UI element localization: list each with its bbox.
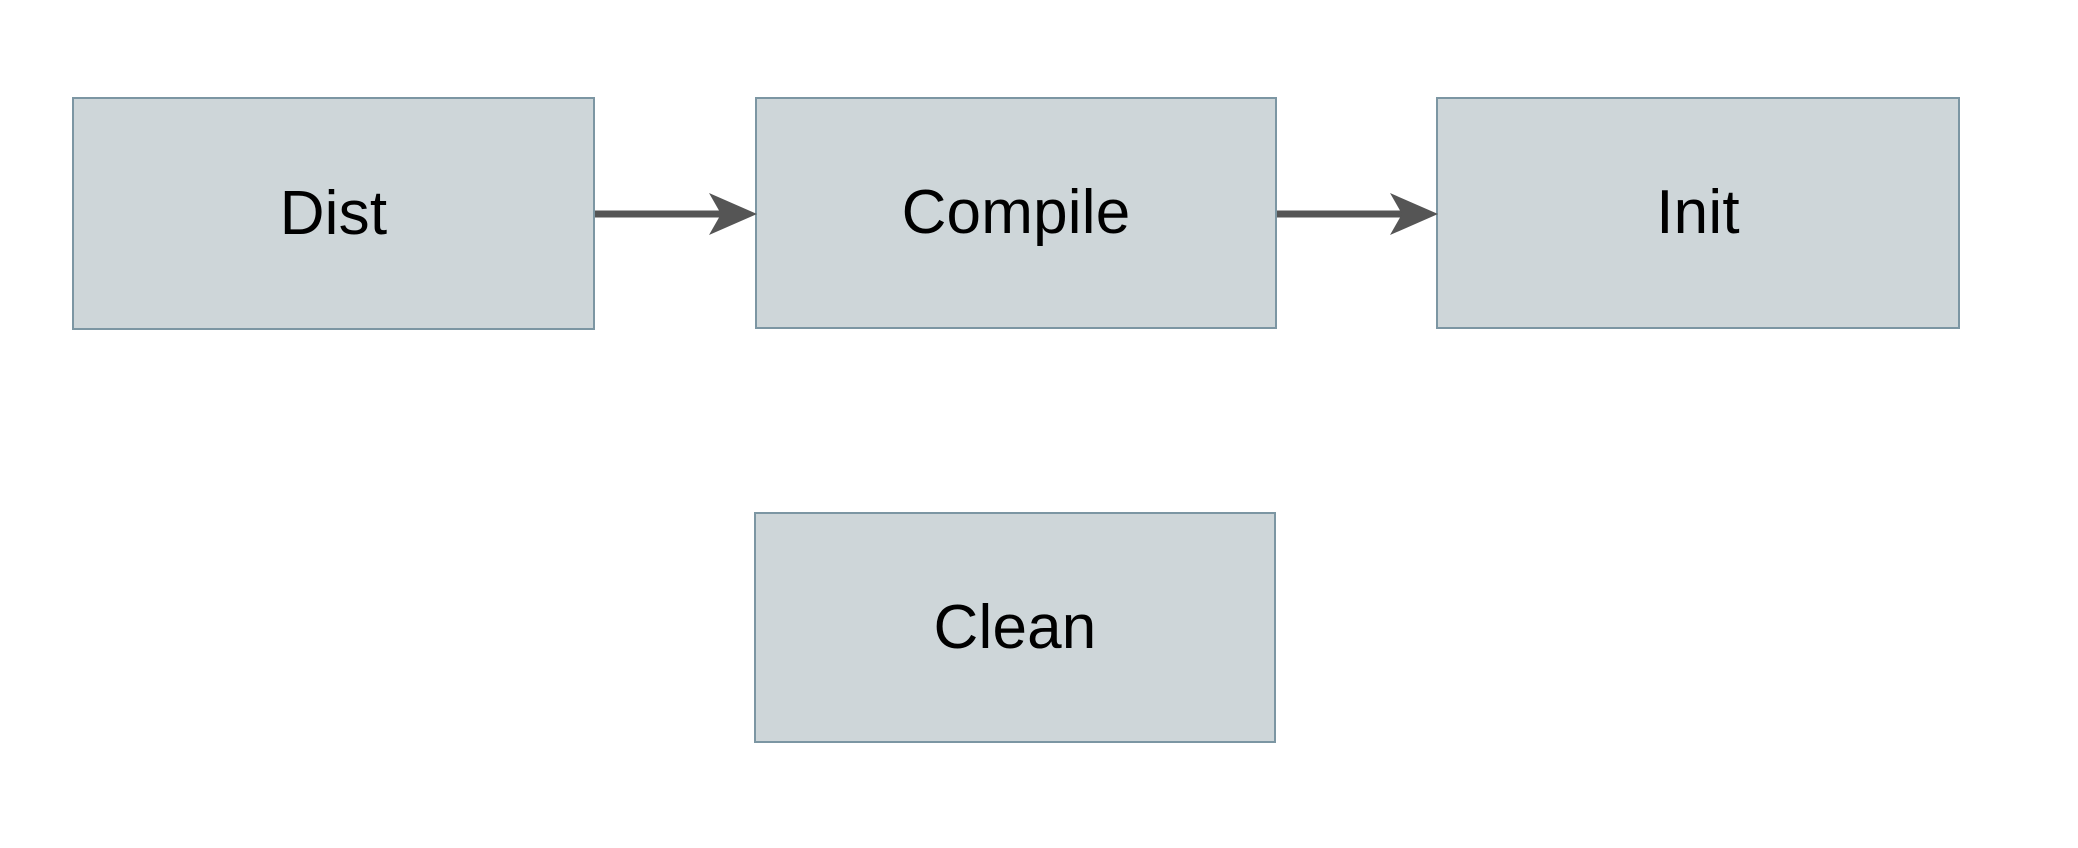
node-init[interactable]: Init	[1436, 97, 1960, 329]
node-compile-label: Compile	[901, 178, 1131, 247]
edge-compile-to-init[interactable]	[1277, 183, 1438, 245]
node-init-label: Init	[1656, 178, 1740, 247]
node-dist[interactable]: Dist	[72, 97, 595, 330]
node-clean[interactable]: Clean	[754, 512, 1276, 743]
edge-dist-to-compile[interactable]	[595, 183, 757, 245]
arrowhead-icon	[1390, 193, 1438, 235]
node-dist-label: Dist	[279, 178, 388, 248]
node-compile[interactable]: Compile	[755, 97, 1277, 329]
node-clean-label: Clean	[933, 592, 1097, 662]
arrowhead-icon	[709, 193, 757, 235]
